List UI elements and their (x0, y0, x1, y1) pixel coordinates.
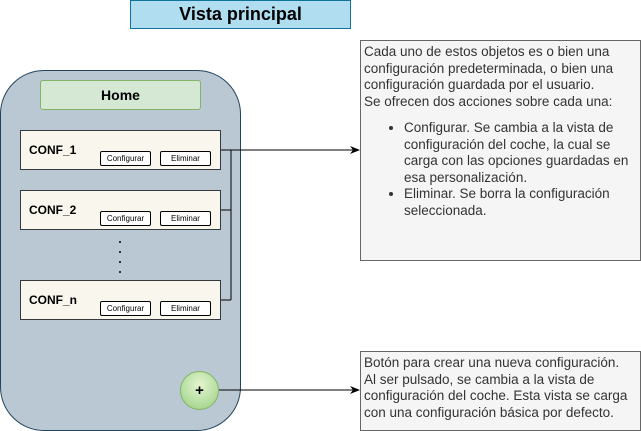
action-list: Configurar. Se cambia a la vista de conf… (364, 120, 637, 219)
delete-button[interactable]: Eliminar (160, 211, 211, 226)
note-line: configuración predeterminada, o bien una (364, 60, 614, 76)
config-item-2: CONF_2 Configurar Eliminar (20, 190, 221, 230)
config-name: CONF_1 (29, 143, 77, 157)
note-line: Botón para crear una nueva configuración… (364, 355, 620, 370)
configure-button[interactable]: Configurar (100, 211, 151, 226)
ellipsis-dots (117, 241, 123, 273)
note-line: configuración guardada por el usuario. (364, 77, 595, 92)
action-delete-description: Eliminar. Se borra la configuración sele… (404, 186, 637, 219)
delete-button[interactable]: Eliminar (160, 151, 211, 166)
config-item-n: CONF_n Configurar Eliminar (20, 280, 221, 320)
config-item-1: CONF_1 Configurar Eliminar (20, 130, 221, 170)
note-line: Al ser pulsado, se cambia a la vista de (364, 371, 595, 387)
page-title: Vista principal (130, 0, 351, 29)
config-name: CONF_n (29, 293, 77, 307)
configure-button[interactable]: Configurar (100, 301, 151, 316)
configure-button[interactable]: Configurar (100, 151, 151, 166)
note-line: Cada uno de estos objetos es o bien una (364, 44, 610, 59)
config-description-note: Cada uno de estos objetos es o bien una … (360, 40, 641, 261)
config-name: CONF_2 (29, 203, 77, 217)
note-line: con una configuración básica por defecto… (364, 404, 614, 420)
home-button[interactable]: Home (40, 80, 201, 110)
note-line: configuración del coche. Esta vista se c… (364, 388, 628, 403)
note-line: Se ofrecen dos acciones sobre cada una: (364, 93, 613, 109)
add-description-note: Botón para crear una nueva configuración… (360, 351, 641, 431)
action-configure-description: Configurar. Se cambia a la vista de conf… (404, 120, 637, 186)
add-config-button[interactable]: + (180, 371, 219, 410)
delete-button[interactable]: Eliminar (160, 301, 211, 316)
